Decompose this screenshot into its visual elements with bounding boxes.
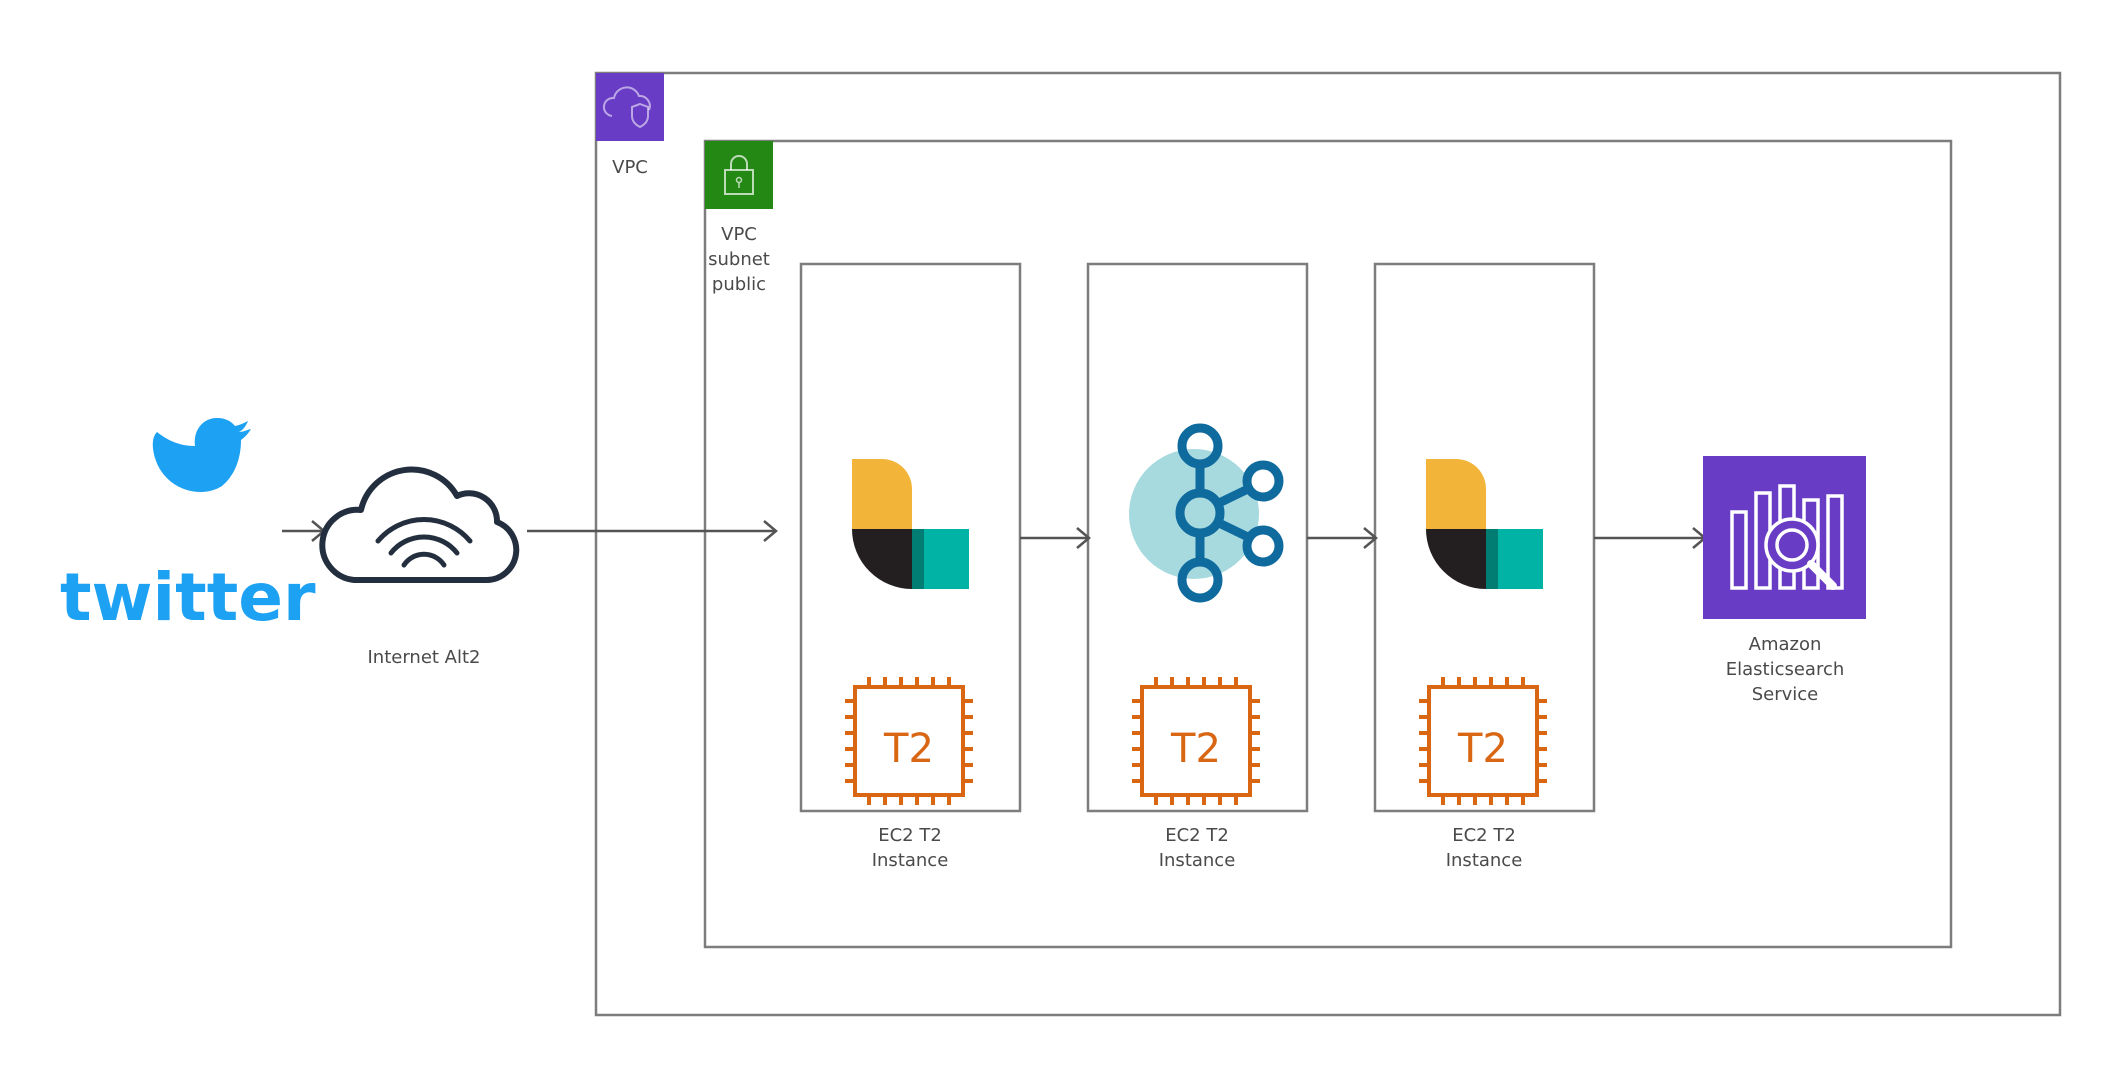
ec2-t2-chip-icon: T2 xyxy=(1417,675,1549,807)
es-service-label: Amazon Elasticsearch Service xyxy=(1725,634,1845,705)
arrow-logstash-elasticsearch xyxy=(1594,527,1707,549)
svg-text:T2: T2 xyxy=(1170,726,1221,772)
logstash-icon xyxy=(852,459,969,589)
elasticsearch-service-icon xyxy=(1703,456,1866,619)
internet-cloud-icon xyxy=(319,466,520,583)
vpc-group xyxy=(594,71,2062,1017)
arrow-twitter-internet xyxy=(282,520,326,542)
kafka-icon xyxy=(1129,423,1284,603)
ec2-label-1: EC2 T2 Instance xyxy=(871,825,949,871)
arrow-kafka-logstash xyxy=(1307,527,1378,549)
ec2-t2-chip-icon: T2 xyxy=(843,675,975,807)
ec2-label-3: EC2 T2 Instance xyxy=(1445,825,1523,871)
vpc-icon xyxy=(596,73,664,141)
subnet-group xyxy=(703,139,1953,949)
twitter-logo: twitter xyxy=(60,418,316,636)
subnet-lock-icon xyxy=(705,141,773,209)
vpc-label: VPC xyxy=(612,157,648,178)
arrow-logstash-kafka xyxy=(1020,527,1091,549)
internet-label: Internet Alt2 xyxy=(367,647,481,668)
subnet-label: VPC subnet public xyxy=(708,224,770,295)
ec2-t2-chip-icon: T2 xyxy=(1130,675,1262,807)
svg-text:T2: T2 xyxy=(1457,726,1508,772)
ec2-label-2: EC2 T2 Instance xyxy=(1158,825,1236,871)
svg-text:T2: T2 xyxy=(883,726,934,772)
logstash-icon xyxy=(1426,459,1543,589)
svg-text:twitter: twitter xyxy=(60,559,316,636)
arrow-internet-logstash xyxy=(527,520,778,542)
